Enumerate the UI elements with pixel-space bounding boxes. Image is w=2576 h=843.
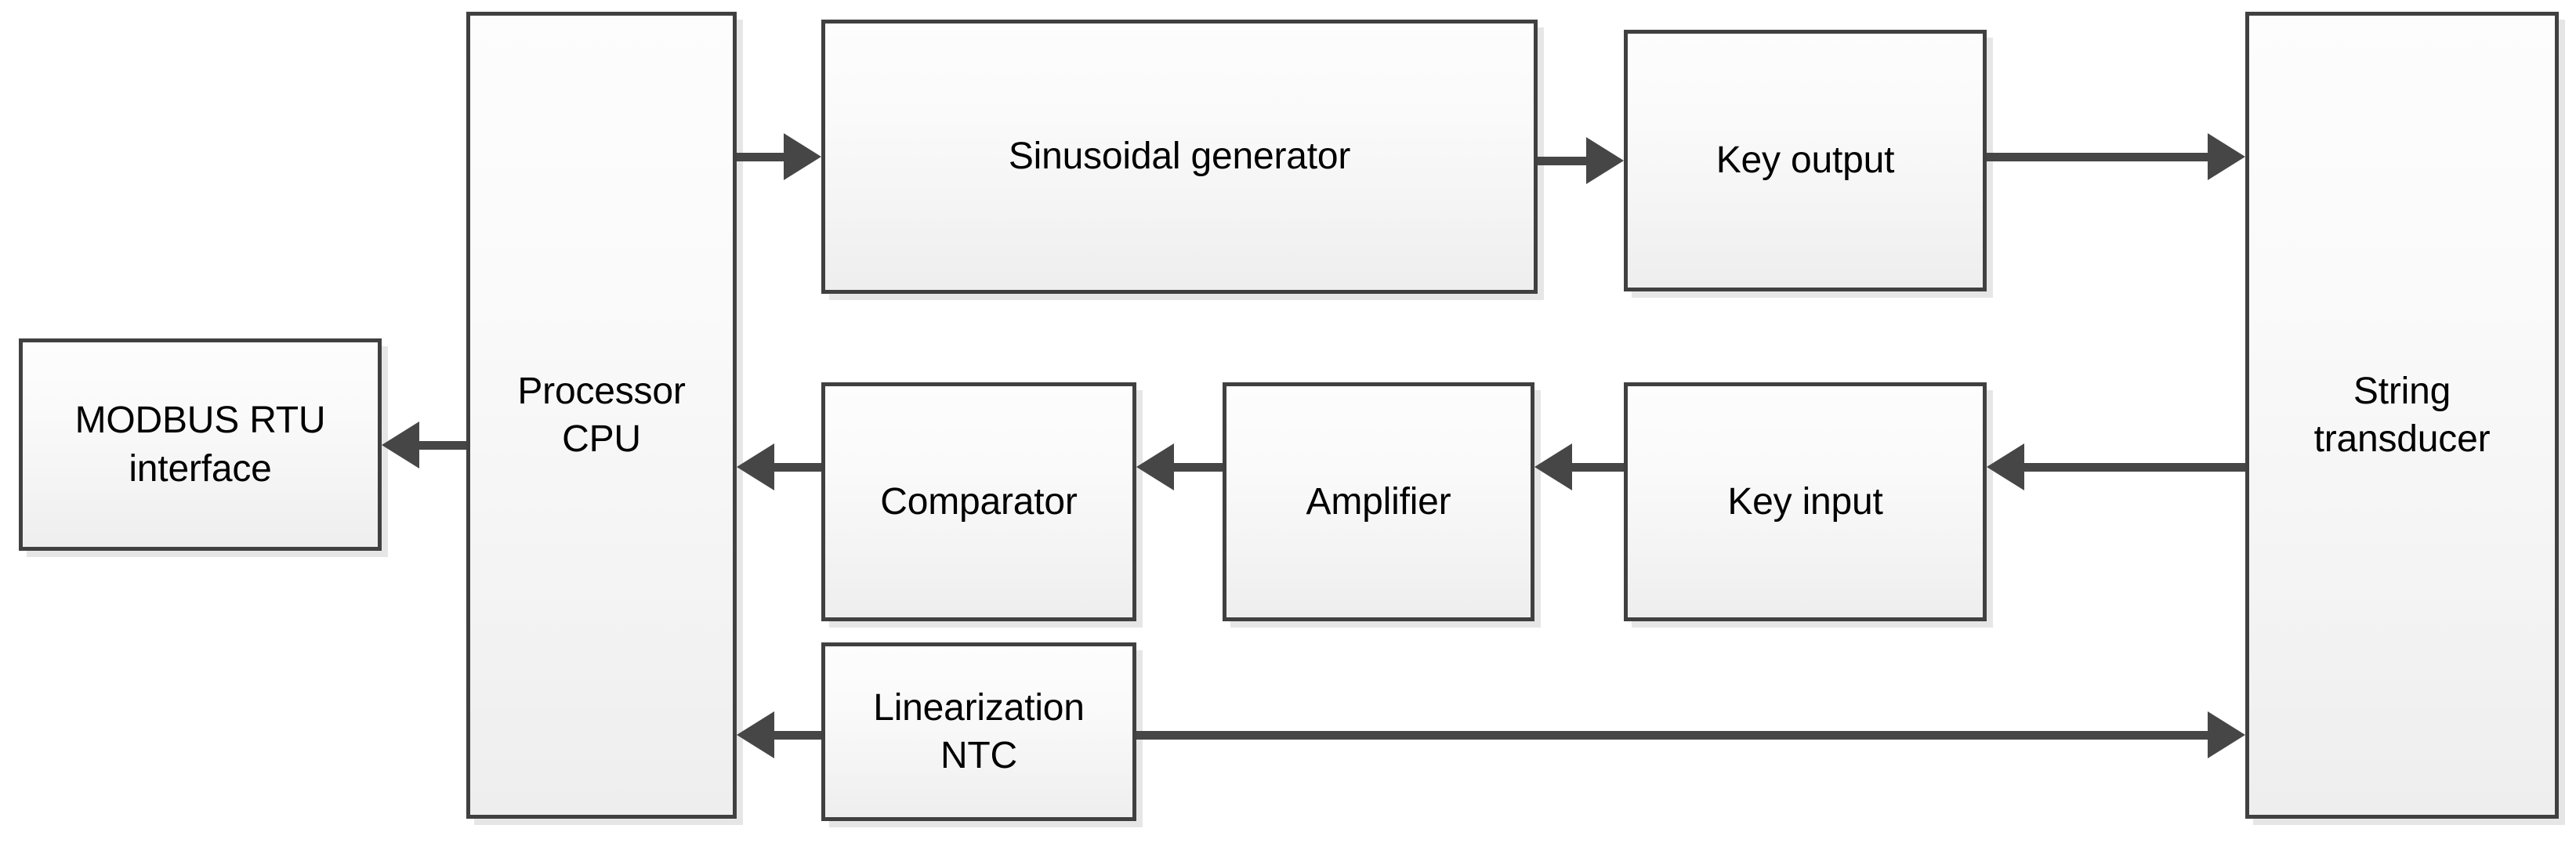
block-linearization-ntc[interactable]: Linearization NTC — [821, 642, 1136, 821]
arrowhead-right-icon — [2208, 711, 2245, 758]
arrowhead-left-icon — [382, 422, 419, 469]
connector-cpu-to-modbus — [416, 440, 466, 450]
block-processor-cpu[interactable]: Processor CPU — [466, 12, 737, 819]
connector-comparator-to-cpu — [771, 462, 821, 472]
block-label: Key output — [1716, 139, 1895, 182]
block-label: MODBUS RTU interface — [74, 400, 326, 490]
block-label: Linearization NTC — [873, 686, 1085, 776]
connector-keyoutput-to-transducer — [1987, 152, 2211, 161]
block-label: Processor CPU — [517, 370, 686, 460]
block-label: Sinusoidal generator — [1008, 136, 1351, 178]
connector-amplifier-to-comparator — [1171, 462, 1223, 472]
block-comparator[interactable]: Comparator — [821, 382, 1136, 621]
arrowhead-left-icon — [1987, 443, 2024, 490]
arrowhead-right-icon — [1586, 137, 1624, 184]
block-label: Key input — [1727, 480, 1883, 523]
block-string-transducer[interactable]: String transducer — [2245, 12, 2559, 819]
arrowhead-left-icon — [1136, 443, 1174, 490]
connector-keyinput-to-amplifier — [1569, 462, 1624, 472]
arrowhead-left-icon — [737, 711, 774, 758]
connector-transducer-to-keyinput — [2021, 462, 2245, 472]
connector-linearization-to-cpu — [771, 730, 821, 740]
block-key-input[interactable]: Key input — [1624, 382, 1987, 621]
block-modbus-rtu-interface[interactable]: MODBUS RTU interface — [19, 338, 382, 551]
block-sinusoidal-generator[interactable]: Sinusoidal generator — [821, 20, 1538, 294]
arrowhead-right-icon — [784, 133, 821, 180]
block-label: String transducer — [2313, 370, 2491, 460]
block-label: Amplifier — [1306, 480, 1451, 523]
connector-cpu-to-sinusoidal — [737, 152, 787, 161]
block-key-output[interactable]: Key output — [1624, 30, 1987, 291]
connector-sinusoidal-to-keyoutput — [1538, 156, 1589, 165]
connector-linearization-to-transducer — [1136, 730, 2211, 740]
arrowhead-left-icon — [1534, 443, 1572, 490]
arrowhead-left-icon — [737, 443, 774, 490]
block-label: Comparator — [880, 480, 1078, 523]
block-amplifier[interactable]: Amplifier — [1223, 382, 1534, 621]
arrowhead-right-icon — [2208, 133, 2245, 180]
